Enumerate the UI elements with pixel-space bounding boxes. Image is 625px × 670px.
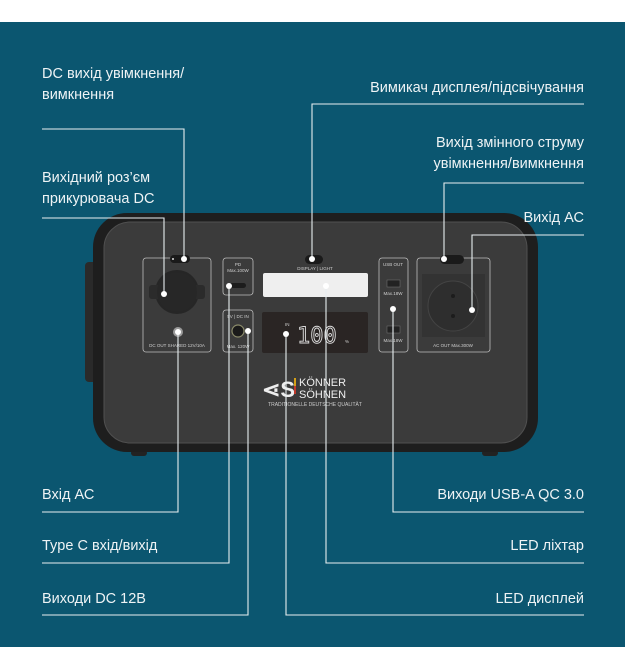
svg-text:Max.18W: Max.18W bbox=[383, 291, 403, 296]
svg-text:KÖNNER: KÖNNER bbox=[299, 377, 346, 389]
leader-lines bbox=[42, 103, 584, 616]
svg-text:⋖S: ⋖S bbox=[262, 377, 295, 402]
svg-text:5V | DC IN: 5V | DC IN bbox=[227, 314, 248, 319]
svg-text:100: 100 bbox=[297, 324, 337, 349]
label-led-lamp: LED ліхтар bbox=[510, 538, 584, 554]
svg-text:Max.100W: Max.100W bbox=[227, 268, 249, 273]
svg-text:%: % bbox=[345, 339, 349, 344]
label-led-display: LED дисплей bbox=[495, 591, 584, 607]
switch-label: DISPLAY | LIGHT bbox=[297, 266, 333, 271]
led-lamp bbox=[263, 273, 368, 297]
svg-text:USB OUT: USB OUT bbox=[383, 262, 403, 267]
svg-text:AC OUT Max.300W: AC OUT Max.300W bbox=[433, 343, 473, 348]
label-ac-output: Вихід АС bbox=[523, 210, 584, 226]
power-station: DC OUT SHARED 12V/10A PD Max.100W 5V | D… bbox=[85, 213, 538, 456]
label-usb-a: Виходи USB-A QC 3.0 bbox=[437, 487, 584, 503]
svg-text:TRADITIONELLE DEUTSCHE QUALITÄ: TRADITIONELLE DEUTSCHE QUALITÄT bbox=[268, 401, 362, 408]
svg-text:Max. 120W: Max. 120W bbox=[227, 344, 251, 349]
svg-text:PD: PD bbox=[235, 262, 242, 267]
label-display-light-switch: Вимикач дисплея/підсвічування bbox=[370, 80, 584, 96]
brand-logo: ⋖S KÖNNER SÖHNEN TRADITIONELLE DEUTSCHE … bbox=[262, 377, 362, 408]
label-dc-switch: DC вихід увімкнення/вимкнення bbox=[42, 66, 185, 103]
led-display: IN 100 % bbox=[262, 312, 368, 353]
dc-in-panel: 5V | DC IN Max. 120W bbox=[222, 309, 254, 353]
svg-text:IN: IN bbox=[285, 322, 290, 327]
label-ac-input: Вхід АС bbox=[42, 487, 95, 503]
callout-dots bbox=[161, 256, 475, 337]
pd-port-panel: PD Max.100W bbox=[222, 257, 254, 296]
label-type-c: Type C вхід/вихід bbox=[42, 538, 158, 554]
dc-panel-label: DC OUT SHARED 12V/10A bbox=[149, 343, 205, 348]
ac-output-panel: AC OUT Max.300W bbox=[416, 257, 491, 353]
svg-text:SÖHNEN: SÖHNEN bbox=[299, 389, 346, 401]
label-dc-12v: Виходи DC 12В bbox=[42, 591, 146, 607]
